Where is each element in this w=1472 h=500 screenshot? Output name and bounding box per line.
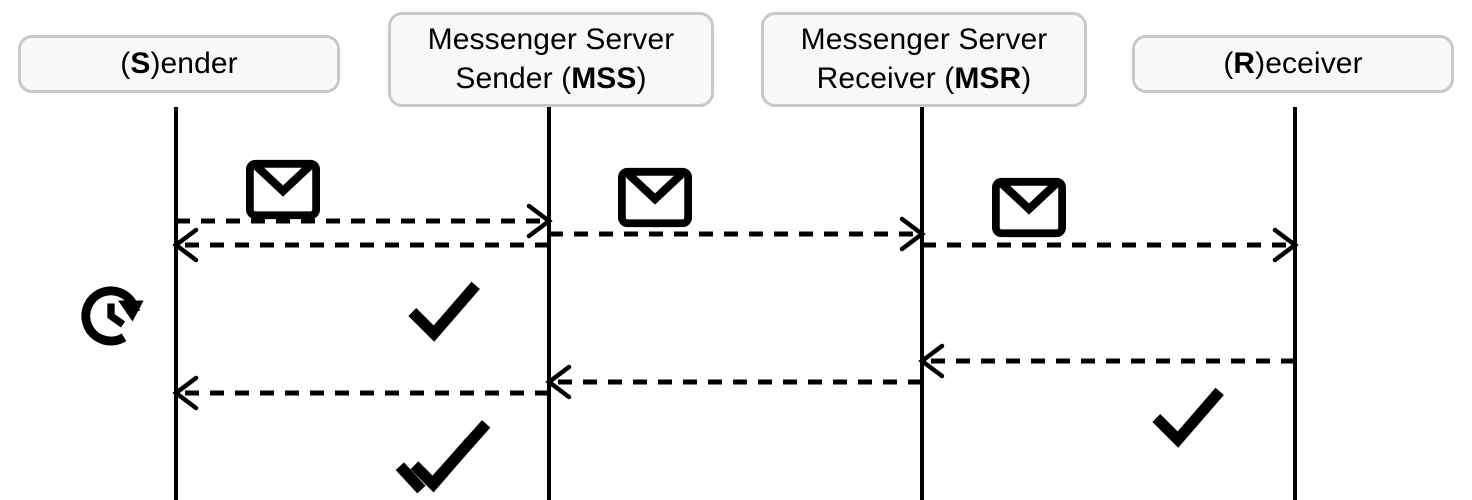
message-arrowhead-msg-s-to-mss	[526, 203, 553, 239]
envelope-icon	[618, 167, 693, 228]
single-check-icon	[1152, 387, 1224, 448]
participant-box-mss[interactable]: Messenger Server Sender (MSS)	[388, 12, 714, 107]
lifelines-group	[174, 107, 1297, 500]
participant-label-msr: Messenger Server Receiver (MSR)	[800, 23, 1048, 95]
message-arrowhead-ack-mss-to-s-2	[172, 375, 199, 411]
participant-label-mss: Messenger Server Sender (MSS)	[427, 23, 675, 95]
participant-box-msr[interactable]: Messenger Server Receiver (MSR)	[761, 12, 1087, 107]
participant-label-receiver: (R)eceiver	[1223, 46, 1363, 80]
message-arrowhead-ack-msr-to-mss	[545, 364, 572, 400]
double-check-icon	[395, 420, 491, 494]
icons-group	[81, 159, 1224, 494]
retry-clock-icon	[81, 286, 144, 346]
single-check-icon	[408, 281, 480, 342]
participant-box-sender[interactable]: (S)ender	[18, 35, 340, 93]
message-arrowhead-msg-msr-to-r	[1272, 227, 1299, 263]
messages-group	[172, 203, 1299, 411]
message-arrowhead-ack-mss-to-s	[172, 227, 199, 263]
participant-label-sender: (S)ender	[120, 46, 238, 80]
message-arrowhead-msg-mss-to-msr	[899, 216, 926, 252]
envelope-icon	[245, 159, 320, 220]
message-arrowhead-ack-r-to-msr	[918, 343, 945, 379]
participant-box-receiver[interactable]: (R)eceiver	[1132, 35, 1454, 93]
envelope-icon	[992, 177, 1067, 238]
